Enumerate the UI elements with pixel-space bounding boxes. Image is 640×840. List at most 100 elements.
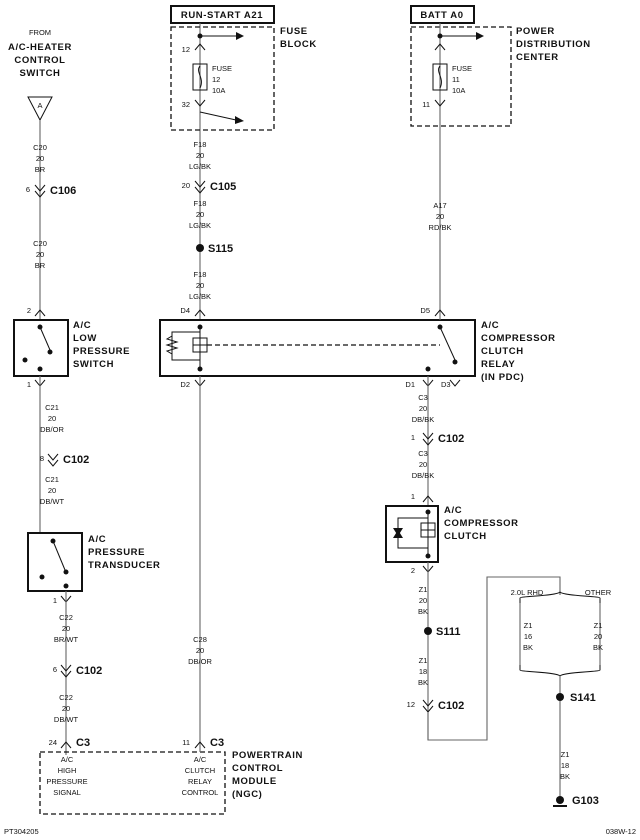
fuse12-pin-12: 12: [182, 45, 190, 54]
wire-z1a-gauge: 20: [419, 596, 427, 605]
branch-brace: [519, 591, 601, 603]
batt-box: [410, 5, 475, 24]
fuse11-pin-11: 11: [422, 100, 430, 109]
low-pressure-switch-box: [13, 319, 69, 377]
lps-pin-2: 2: [27, 306, 31, 315]
pcm-box: [39, 751, 226, 815]
hps-label-1: A/C: [61, 755, 74, 764]
fuse12-out-arrow: [235, 116, 244, 124]
relay-label-4: RELAY: [481, 359, 515, 370]
lps-contact-out: [37, 366, 43, 372]
wire-c3b-color: DB/BK: [412, 471, 435, 480]
wire-f18b-color: LG/BK: [189, 221, 211, 230]
fuse12-label-2: 12: [212, 75, 220, 84]
pt-contact-out: [63, 583, 69, 589]
relay-pin-d5: D5: [420, 306, 430, 315]
wire-c3a-gauge: 20: [419, 404, 427, 413]
wire-z1d-color: BK: [593, 643, 603, 652]
ac-heater-label-3: SWITCH: [19, 68, 60, 79]
pcm-label-4: (NGC): [232, 789, 262, 800]
clutch-bottom-dot: [425, 553, 431, 559]
c106-label: C106: [50, 185, 76, 197]
wire-c21b-color: DB/WT: [40, 497, 65, 506]
wire-z1e-color: BK: [560, 772, 570, 781]
relay-pin-d2: D2: [180, 380, 190, 389]
wire-c22b-color: DB/WT: [54, 715, 79, 724]
clutch-pin-2: 2: [411, 566, 415, 575]
pt-arm: [52, 540, 66, 571]
pdc-label-3: CENTER: [516, 52, 559, 63]
relay-label-2: COMPRESSOR: [481, 333, 556, 344]
wire-c20-gauge: 20: [36, 154, 44, 163]
lps-label-3: PRESSURE: [73, 346, 130, 357]
s115-splice: [196, 244, 204, 252]
wire-c20b-color: BR: [35, 261, 46, 270]
relay-label-1: A/C: [481, 320, 499, 331]
c105-connector-symbol: [194, 180, 206, 194]
wire-z1d-gauge: 20: [594, 632, 602, 641]
wire-c3b-name: C3: [418, 449, 428, 458]
branch-rhd-label: 2.0L RHD: [511, 588, 544, 597]
wire-c28-gauge: 20: [196, 646, 204, 655]
fuse12-element: [198, 65, 202, 89]
wire-f18b-gauge: 20: [196, 210, 204, 219]
clutch-label-3: CLUTCH: [444, 531, 487, 542]
pcm-label-2: CONTROL: [232, 763, 283, 774]
wire-a17-gauge: 20: [436, 212, 444, 221]
lps-pin-2-arrow: [34, 309, 46, 317]
wire-f18c-name: F18: [194, 270, 207, 279]
fuse12-label-3: 10A: [212, 86, 225, 95]
pdc-label-1: POWER: [516, 26, 555, 37]
c102-mid-label: C102: [76, 665, 102, 677]
fuse-block-box: [170, 26, 275, 131]
pt-label-3: TRANSDUCER: [88, 560, 161, 571]
hps-label-2: HIGH: [58, 766, 77, 775]
wire-c21b-name: C21: [45, 475, 59, 484]
lps-sensor-dot: [22, 357, 28, 363]
wire-z1c-gauge: 16: [524, 632, 532, 641]
c3-right-label: C3: [210, 737, 224, 749]
relay-box: [159, 319, 476, 377]
pt-label-2: PRESSURE: [88, 547, 145, 558]
wire-c22a-gauge: 20: [62, 624, 70, 633]
crc-label-4: CONTROL: [182, 788, 219, 797]
lps-label-4: SWITCH: [73, 359, 114, 370]
clutch-pin-1: 1: [411, 492, 415, 501]
clutch-label-1: A/C: [444, 505, 462, 516]
lps-label-1: A/C: [73, 320, 91, 331]
relay-label-5: (IN PDC): [481, 372, 524, 383]
relay-contact-d1: [425, 366, 431, 372]
ac-heater-label-2: CONTROL: [14, 55, 65, 66]
fuse11-bottom-arrow: [434, 99, 446, 107]
pt-pin-1: 1: [53, 596, 57, 605]
pdc-label-2: DISTRIBUTION: [516, 39, 591, 50]
s111-splice: [424, 627, 432, 635]
relay-d5-arrow: [434, 309, 446, 317]
from-label: FROM: [29, 28, 51, 37]
fuse11-label-3: 10A: [452, 86, 465, 95]
connector-a-triangle: [27, 96, 53, 122]
pdc-bus-arrow: [476, 32, 484, 40]
c105-label: C105: [210, 181, 236, 193]
s115-label: S115: [208, 243, 233, 255]
connector-a-label: A: [37, 101, 42, 110]
c102-ground-pin-12: 12: [407, 700, 415, 709]
c106-connector-symbol: [34, 184, 46, 198]
crc-label-1: A/C: [194, 755, 207, 764]
c102-left-connector-symbol: [47, 453, 59, 467]
wire-c21a-gauge: 20: [48, 414, 56, 423]
c102-mid-pin-6: 6: [53, 665, 57, 674]
pdc-box: [410, 26, 512, 127]
wire-c21b-gauge: 20: [48, 486, 56, 495]
relay-pin-d3: D3: [441, 380, 451, 389]
pcm-pin-24: 24: [49, 738, 57, 747]
wire-f18a-gauge: 20: [196, 151, 204, 160]
relay-pin-d1: D1: [405, 380, 415, 389]
wire-c21a-name: C21: [45, 403, 59, 412]
wire-z1b-gauge: 18: [419, 667, 427, 676]
relay-d3-arrow: [449, 379, 461, 387]
clutch-diode-2: [393, 528, 403, 536]
run-start-box: [170, 5, 275, 24]
wire-c3a-color: DB/BK: [412, 415, 435, 424]
